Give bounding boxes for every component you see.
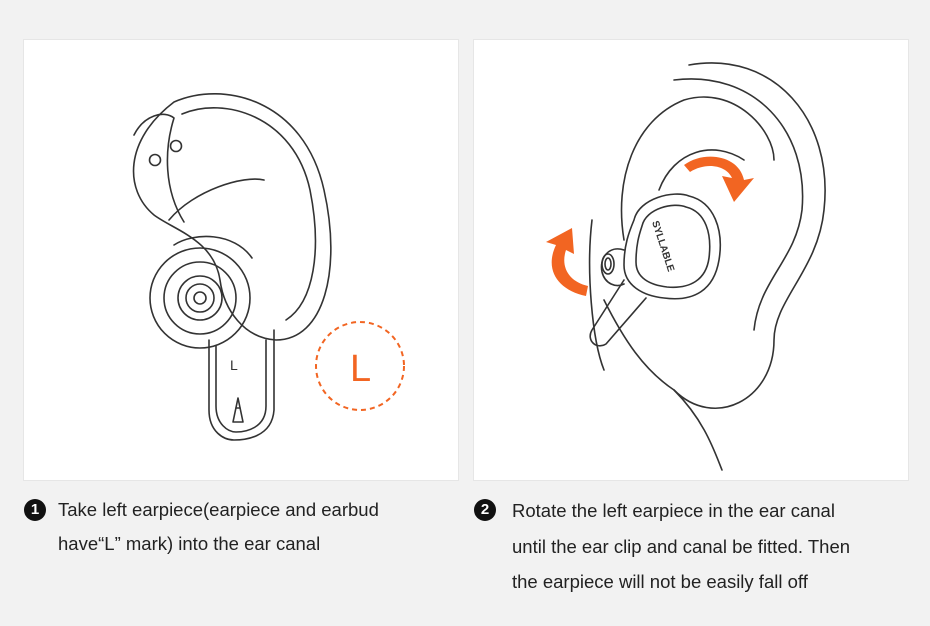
rotate-arrow-left — [546, 228, 588, 296]
step-1-number-badge: 1 — [24, 499, 46, 521]
ear-illustration: SYLLABLE — [546, 62, 826, 471]
rotate-arrow-top — [684, 156, 754, 202]
earbud-l-mark: L — [230, 357, 238, 373]
earbud-brand-text: SYLLABLE — [649, 220, 676, 274]
step-2-number-badge: 2 — [474, 499, 496, 521]
ear-hook-outline — [132, 93, 332, 341]
step-2-line-1: Rotate the left earpiece in the ear cana… — [512, 500, 835, 521]
illustration-ear-panel: SYLLABLE — [474, 40, 908, 480]
earbud-body — [623, 193, 721, 300]
step-2-line-2: until the ear clip and canal be fitted. … — [512, 535, 851, 557]
ear-hook-inner — [181, 107, 317, 321]
earbud-stem-right — [589, 279, 647, 347]
step-1-line-2: have“L” mark) into the ear canal — [58, 533, 321, 554]
ear-outline — [603, 62, 826, 409]
step-2-line-3: the earpiece will not be easily fall off — [512, 571, 808, 592]
earbud-stem — [208, 329, 275, 441]
step-1-line-1: Take left earpiece(earpiece and earbud — [58, 499, 379, 520]
earpiece-illustration: L L — [132, 93, 405, 441]
ear-tip-outer — [149, 247, 251, 349]
l-mark-badge — [315, 321, 405, 411]
l-mark-badge-letter: L — [350, 348, 371, 390]
illustration-earpiece-panel: L L — [24, 40, 458, 480]
